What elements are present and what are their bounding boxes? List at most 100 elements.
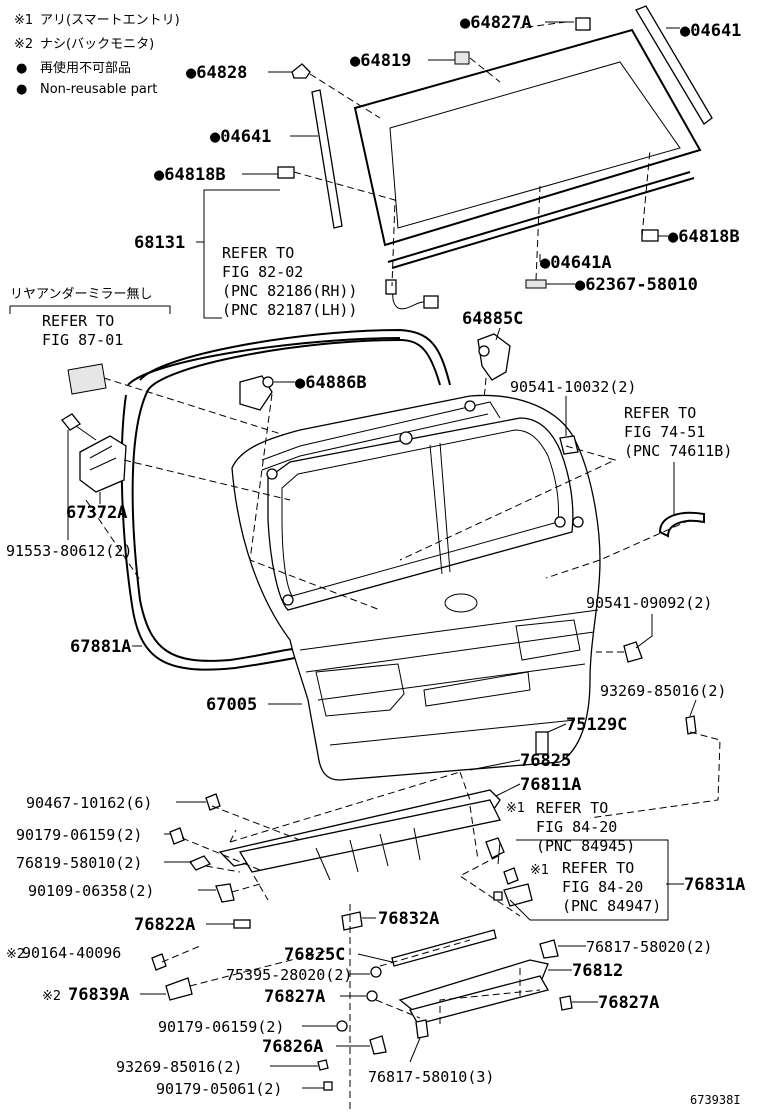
dash-d <box>293 171 396 287</box>
label-90109: 90109-06358(2) <box>28 882 154 900</box>
label-91553: 91553-80612(2) <box>6 542 132 560</box>
label-68131: 68131 <box>134 233 185 253</box>
back-glass-inner-frame <box>389 61 681 229</box>
clip-76817-b <box>539 939 559 959</box>
label-04641-left: ●04641 <box>210 127 271 147</box>
clip-64818b-right <box>641 229 659 242</box>
dash-n <box>589 731 721 819</box>
legend-text-3: 再使用不可部品 <box>40 60 131 76</box>
dash-c <box>309 73 381 119</box>
ref-7451-block: REFER TO FIG 74-51 (PNC 74611B) <box>624 404 732 460</box>
label-04641-top: ●04641 <box>680 21 741 41</box>
legend-text-4: Non-reusable part <box>40 82 157 97</box>
dash-i <box>249 393 381 611</box>
legend-text-1: アリ(スマートエントリ) <box>40 13 180 28</box>
mark-90164: ※2 <box>6 947 25 962</box>
label-90467: 90467-10162(6) <box>26 794 152 812</box>
screw-93269-b <box>317 1059 329 1071</box>
clip-76817-a <box>415 1019 429 1039</box>
glass-right-molding <box>635 5 713 125</box>
dash-k <box>399 445 617 561</box>
legend-mark-2: ※2 <box>14 37 33 52</box>
leader-76825 <box>469 759 521 771</box>
clip-76819 <box>188 855 212 871</box>
clip-64818b-left <box>277 166 295 179</box>
dash-h <box>85 499 141 581</box>
clip-90467 <box>205 793 221 811</box>
clip-62367 <box>525 279 547 289</box>
label-64819: ●64819 <box>350 51 411 71</box>
label-90179-c: 90179-05061(2) <box>156 1080 282 1098</box>
clip-75129c <box>535 731 549 755</box>
camera-bolt <box>503 867 519 885</box>
camera-dashes <box>161 945 331 987</box>
camera-90164 <box>151 953 167 971</box>
label-75129c: 75129C <box>566 715 627 735</box>
ref-8420a-line2: FIG 84-20 <box>536 818 617 836</box>
ref-8420a-block: ※1 REFER TO FIG 84-20 (PNC 84945) <box>506 799 635 855</box>
figure-id: 673938I <box>690 1093 741 1107</box>
clip-64828 <box>291 63 311 79</box>
camera-nut <box>493 891 503 901</box>
garnish-dashes <box>229 771 479 901</box>
back-door-panel <box>231 394 601 781</box>
handle-74611b <box>658 511 705 538</box>
ref-8420a-line1: REFER TO <box>536 799 608 817</box>
door-recess-right <box>515 619 581 661</box>
label-90164: 90164-40096 <box>22 944 121 962</box>
door-hole-3 <box>554 516 566 528</box>
legend: ※1 アリ(スマートエントリ) ※2 ナシ(バックモニタ) ● 再使用不可部品 … <box>14 13 180 97</box>
legend-mark-1: ※1 <box>14 13 33 28</box>
door-hole-1 <box>266 468 278 480</box>
dash-b <box>469 57 501 83</box>
label-76812: 76812 <box>572 961 623 981</box>
legend-mark-3: ● <box>16 61 27 76</box>
bracket-76839a <box>165 977 193 1001</box>
left-fasteners <box>169 793 301 929</box>
label-93269-a: 93269-85016(2) <box>600 682 726 700</box>
label-64885c: 64885C <box>462 309 523 329</box>
door-hole-6 <box>399 431 413 445</box>
clip-64827a <box>575 17 591 31</box>
panel-lower <box>409 975 549 1025</box>
clip-90109 <box>215 883 235 903</box>
camera-84947 <box>503 883 533 907</box>
door-hole-2 <box>282 594 294 606</box>
clip-76832a <box>341 911 363 931</box>
hinge-64885c-bolt <box>478 345 490 357</box>
leader-76817-a <box>409 1037 421 1063</box>
clip-75395 <box>370 966 382 978</box>
label-76831a: 76831A <box>684 875 745 895</box>
switch-84945 <box>485 837 505 859</box>
dash-j <box>483 377 487 401</box>
label-04641a: ●04641A <box>540 253 612 273</box>
lower-panel-76812 <box>151 904 573 1110</box>
label-76817-b: 76817-58020(2) <box>586 938 712 956</box>
ref-8420b-mark: ※1 <box>530 863 549 878</box>
legend-mark-4: ● <box>16 82 27 97</box>
clip-76826a <box>369 1035 387 1055</box>
label-62367: ●62367-58010 <box>575 275 698 295</box>
label-76817-a: 76817-58010(3) <box>368 1068 494 1086</box>
garnish-76811a <box>218 731 549 901</box>
ref-8420b-block: ※1 REFER TO FIG 84-20 (PNC 84947) <box>530 859 661 915</box>
label-90541-10032: 90541-10032(2) <box>510 378 636 396</box>
label-67372a: 67372A <box>66 503 127 523</box>
rear-under-mirror-plate <box>67 363 107 395</box>
door-hole-4 <box>572 516 584 528</box>
label-76826a: 76826A <box>262 1037 323 1057</box>
dash-g <box>123 459 291 501</box>
weatherstrip-line <box>131 328 451 662</box>
door-window-inner <box>281 429 559 597</box>
lock-detail <box>89 445 117 471</box>
door-recess-left <box>315 663 405 717</box>
label-76819: 76819-58010(2) <box>16 854 142 872</box>
ref-8420b-line1: REFER TO <box>562 859 634 877</box>
back-glass <box>311 5 713 269</box>
label-64818b-left: ●64818B <box>154 165 226 185</box>
legend-text-2: ナシ(バックモニタ) <box>40 37 154 52</box>
clip-64819 <box>454 51 470 65</box>
lock-screw-line <box>75 425 97 441</box>
ref-8202-line4: (PNC 82187(LH)) <box>222 301 357 319</box>
